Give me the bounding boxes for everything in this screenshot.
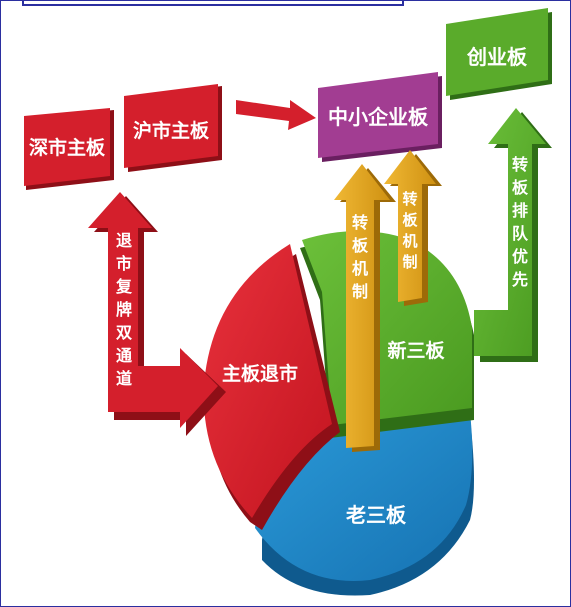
label-relist-channel: 退市复牌双通道 bbox=[115, 231, 133, 388]
label-old-third-board: 老三板 bbox=[346, 503, 407, 527]
box-shanghai-main-board: 沪市主板 bbox=[124, 84, 222, 172]
label-main-delist: 主板退市 bbox=[222, 362, 298, 385]
arrow-main-to-sme bbox=[236, 100, 316, 130]
label-sme-board: 中小企业板 bbox=[328, 105, 429, 129]
arrow-transfer-mechanism-1 bbox=[334, 164, 396, 452]
label-transfer-mechanism-1: 转板机制 bbox=[352, 213, 369, 301]
box-sme-board: 中小企业板 bbox=[318, 72, 442, 162]
arrow-transfer-queue-priority bbox=[474, 108, 552, 362]
label-shenzhen-main-board: 深市主板 bbox=[29, 136, 106, 159]
box-chinext: 创业板 bbox=[446, 8, 552, 100]
label-transfer-queue-priority: 转板排队优先 bbox=[512, 155, 529, 289]
label-chinext: 创业板 bbox=[466, 45, 528, 69]
pie-chart bbox=[203, 231, 474, 596]
arrow-transfer-mechanism-2 bbox=[384, 150, 442, 306]
box-shenzhen-main-board: 深市主板 bbox=[24, 108, 114, 190]
pie-slice-new-third-board bbox=[302, 231, 472, 425]
label-shanghai-main-board: 沪市主板 bbox=[133, 119, 210, 142]
pie-slice-main-delist bbox=[203, 244, 332, 518]
label-new-third-board: 新三板 bbox=[387, 339, 445, 362]
label-transfer-mechanism-2: 转板机制 bbox=[402, 190, 418, 271]
arrow-relist-channel bbox=[88, 192, 226, 436]
